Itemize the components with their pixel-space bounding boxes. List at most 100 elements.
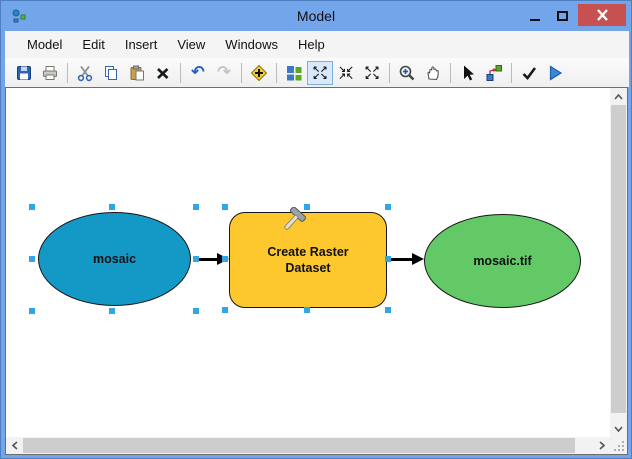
- fixed-zoom-out-icon: ↖↗ ↙↘: [364, 63, 380, 81]
- select-button[interactable]: [455, 61, 481, 85]
- scroll-down-button[interactable]: [610, 420, 627, 437]
- zoom-in-icon: [399, 65, 415, 80]
- menu-windows[interactable]: Windows: [225, 37, 279, 52]
- minimize-icon: [530, 19, 540, 21]
- diagram-viewport[interactable]: mosaic Create Raster Dataset mosaic.tif: [6, 88, 610, 437]
- add-data-icon: [250, 64, 268, 81]
- redo-button[interactable]: ↷: [211, 61, 237, 85]
- auto-layout-button[interactable]: [281, 61, 307, 85]
- paste-icon: [130, 65, 144, 80]
- window-title: Model: [296, 8, 336, 24]
- run-button[interactable]: [542, 61, 568, 85]
- selection-handle[interactable]: [304, 204, 310, 210]
- menu-edit[interactable]: Edit: [82, 37, 105, 52]
- close-button[interactable]: [578, 4, 626, 26]
- select-icon: [464, 65, 474, 80]
- selection-handle[interactable]: [222, 204, 228, 210]
- menu-bar: Model Edit Insert View Windows Help: [5, 31, 629, 58]
- node-label: mosaic.tif: [473, 254, 532, 268]
- menu-help[interactable]: Help: [298, 37, 325, 52]
- toolbar-separator: [450, 62, 451, 83]
- scroll-right-button[interactable]: [593, 437, 610, 454]
- close-icon: [596, 9, 608, 21]
- toolbar-separator: [276, 62, 277, 83]
- selection-handle[interactable]: [29, 308, 35, 314]
- modelbuilder-icon: [12, 9, 26, 23]
- menu-model[interactable]: Model: [27, 37, 63, 52]
- fixed-zoom-out-button[interactable]: ↖↗ ↙↘: [359, 61, 385, 85]
- selection-handle[interactable]: [385, 307, 391, 313]
- full-extent-icon: ↖↗ ↙↘: [312, 63, 328, 81]
- validate-icon: [522, 66, 537, 80]
- redo-icon: ↷: [217, 63, 231, 81]
- selection-handle[interactable]: [29, 204, 35, 210]
- toolbar-separator: [241, 62, 242, 83]
- run-icon: [549, 64, 563, 81]
- pan-button[interactable]: [420, 61, 446, 85]
- node-output-variable[interactable]: mosaic.tif: [424, 214, 581, 308]
- full-extent-button[interactable]: ↖↗ ↙↘: [307, 60, 333, 85]
- menu-view[interactable]: View: [177, 37, 206, 52]
- copy-button[interactable]: [98, 61, 124, 85]
- toolbar: ↶ ↷ ↖↗ ↙↘: [5, 58, 629, 87]
- undo-icon: ↶: [191, 63, 205, 81]
- validate-button[interactable]: [516, 61, 542, 85]
- add-data-button[interactable]: [246, 61, 272, 85]
- maximize-icon: [556, 11, 568, 21]
- horizontal-scrollbar[interactable]: [6, 437, 610, 454]
- horizontal-scroll-thumb[interactable]: [23, 438, 575, 453]
- toolbar-separator: [67, 62, 68, 83]
- cut-button[interactable]: [72, 61, 98, 85]
- arrowhead-icon: [412, 253, 424, 265]
- node-label: mosaic: [92, 252, 137, 266]
- chevron-left-icon: [11, 441, 18, 450]
- print-button[interactable]: [37, 61, 63, 85]
- connect-button[interactable]: [481, 61, 507, 85]
- paste-button[interactable]: [124, 61, 150, 85]
- toolbar-separator: [389, 62, 390, 83]
- selection-handle[interactable]: [222, 256, 228, 262]
- fixed-zoom-in-icon: ↘↙ ↗↖: [338, 63, 354, 81]
- hammer-cursor-icon: [284, 207, 306, 230]
- vertical-scroll-thumb[interactable]: [611, 105, 626, 413]
- chevron-right-icon: [598, 441, 605, 450]
- menu-insert[interactable]: Insert: [124, 37, 158, 52]
- node-input-variable[interactable]: mosaic: [38, 212, 191, 306]
- connect-icon: [486, 64, 502, 81]
- selection-handle[interactable]: [109, 204, 115, 210]
- selection-handle[interactable]: [193, 308, 199, 314]
- delete-button[interactable]: [150, 61, 176, 85]
- zoom-in-button[interactable]: [394, 61, 420, 85]
- model-canvas: mosaic Create Raster Dataset mosaic.tif: [5, 87, 628, 455]
- selection-handle[interactable]: [304, 307, 310, 313]
- scroll-left-button[interactable]: [6, 437, 23, 454]
- fixed-zoom-in-button[interactable]: ↘↙ ↗↖: [333, 61, 359, 85]
- undo-button[interactable]: ↶: [185, 61, 211, 85]
- selection-handle[interactable]: [29, 256, 35, 262]
- selection-handle[interactable]: [385, 204, 391, 210]
- scroll-up-button[interactable]: [610, 88, 627, 105]
- copy-icon: [105, 65, 117, 80]
- toolbar-separator: [180, 62, 181, 83]
- selection-handle[interactable]: [193, 204, 199, 210]
- save-button[interactable]: [11, 61, 37, 85]
- vertical-scrollbar[interactable]: [610, 88, 627, 437]
- node-label: Create Raster Dataset: [267, 244, 349, 275]
- pan-icon: [427, 65, 439, 80]
- cut-icon: [77, 65, 93, 81]
- selection-handle[interactable]: [385, 256, 391, 262]
- minimize-button[interactable]: [524, 6, 546, 26]
- selection-handle[interactable]: [193, 256, 199, 262]
- selection-handle[interactable]: [222, 307, 228, 313]
- node-tool[interactable]: Create Raster Dataset: [229, 212, 387, 308]
- selection-handle[interactable]: [109, 308, 115, 314]
- title-bar[interactable]: Model: [1, 1, 631, 31]
- auto-layout-icon: [287, 65, 302, 80]
- chevron-down-icon: [614, 425, 623, 432]
- save-icon: [17, 65, 31, 80]
- connector-tool-to-output[interactable]: [385, 258, 413, 261]
- maximize-button[interactable]: [550, 6, 574, 26]
- resize-grip[interactable]: [610, 437, 627, 454]
- connector-input-to-tool[interactable]: [193, 258, 219, 261]
